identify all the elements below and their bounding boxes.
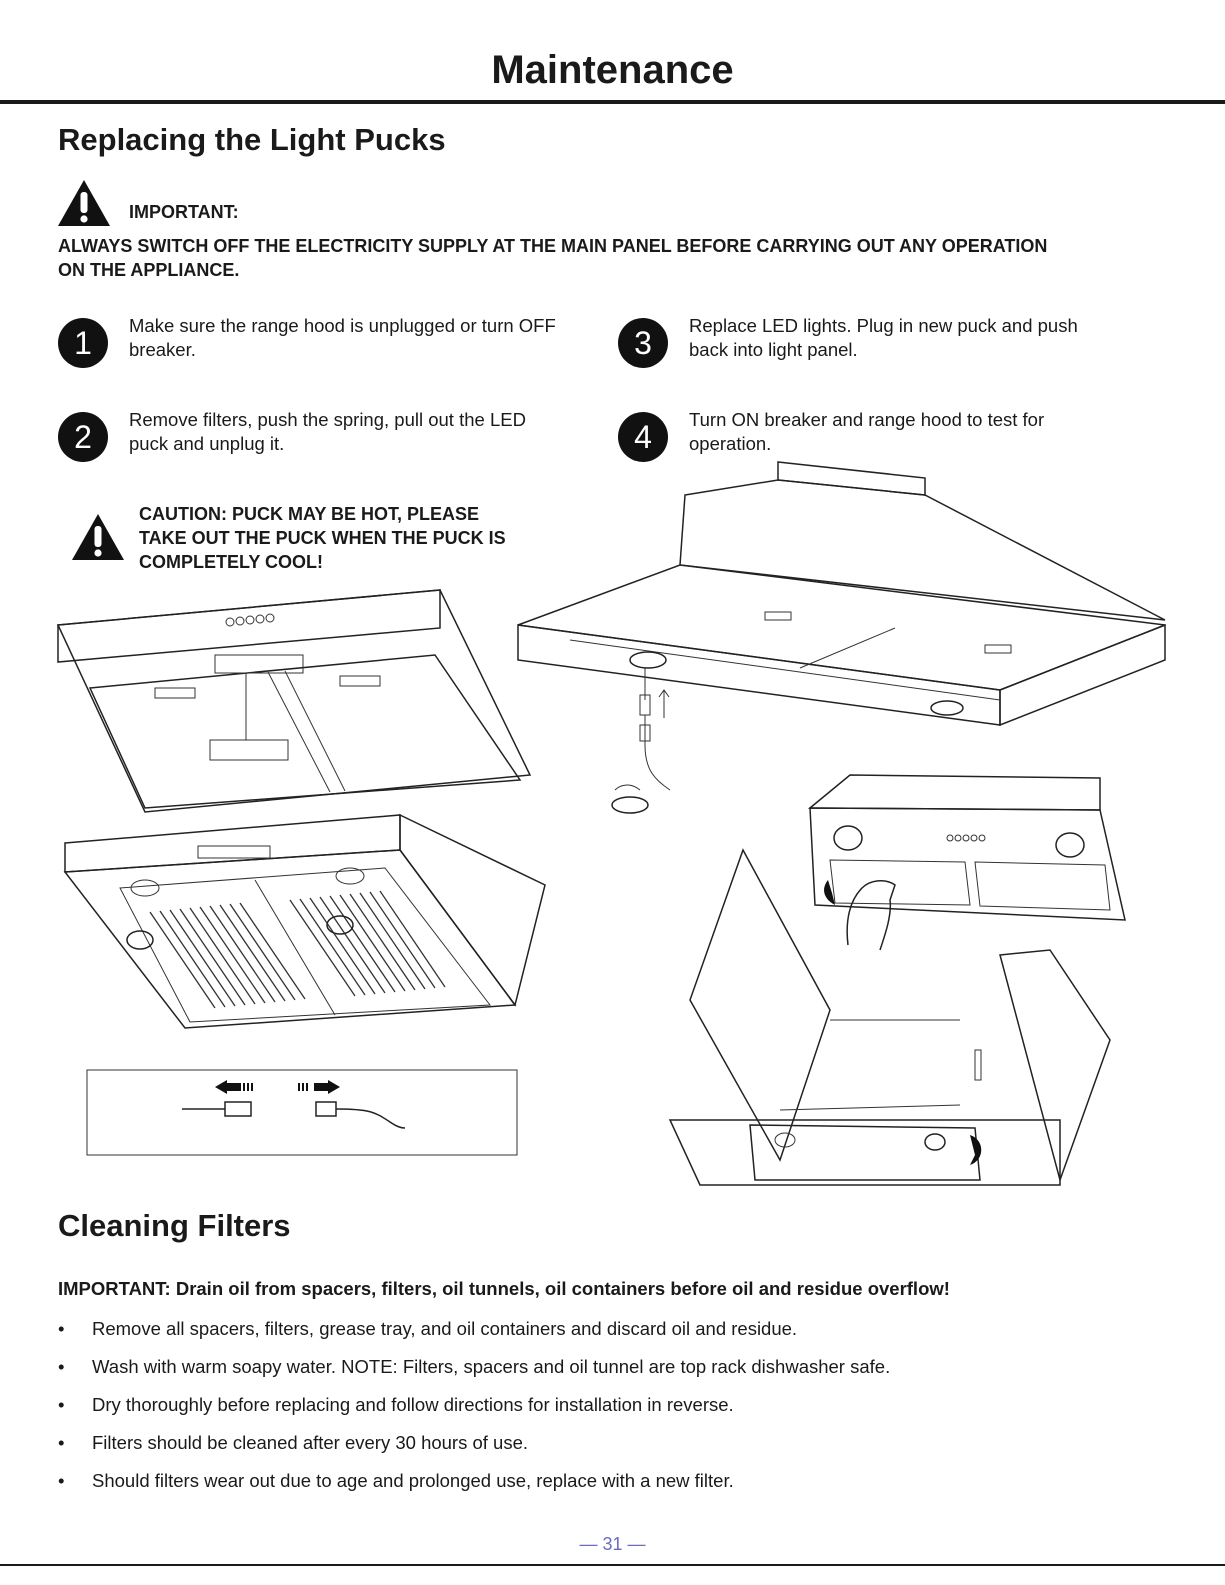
bullet-point: • <box>58 1356 65 1377</box>
caution-text: CAUTION: PUCK MAY BE HOT, PLEASE TAKE OU… <box>139 502 506 574</box>
warning-triangle-icon <box>58 180 110 226</box>
bullet-point: • <box>58 1394 65 1415</box>
step-2-line-1: Remove filters, push the spring, pull ou… <box>129 409 526 430</box>
caution-line-3: COMPLETELY COOL! <box>139 552 324 572</box>
list-item-text: Remove all spacers, filters, grease tray… <box>92 1318 798 1339</box>
list-item-text: Dry thoroughly before replacing and foll… <box>92 1394 734 1415</box>
warning-line-1: ALWAYS SWITCH OFF THE ELECTRICITY SUPPLY… <box>58 236 1048 256</box>
list-item-text: Wash with warm soapy water. NOTE: Filter… <box>92 1356 891 1377</box>
warning-line-2: ON THE APPLIANCE. <box>58 260 240 280</box>
under-cabinet-hood-illustration <box>56 589 532 813</box>
step-3-line-1: Replace LED lights. Plug in new puck and… <box>689 315 1078 336</box>
step-1-number: 1 <box>58 318 108 368</box>
step-4-line-2: operation. <box>689 433 772 454</box>
list-item-text: Filters should be cleaned after every 30… <box>92 1432 529 1453</box>
bullet-point: • <box>58 1318 65 1339</box>
step-3-line-2: back into light panel. <box>689 339 858 360</box>
step-2-line-2: puck and unplug it. <box>129 433 285 454</box>
page-title: Maintenance <box>491 48 734 92</box>
step-3-number: 3 <box>618 318 668 368</box>
step-4-line-1: Turn ON breaker and range hood to test f… <box>689 409 1045 430</box>
cleaning-important-note: IMPORTANT: Drain oil from spacers, filte… <box>58 1278 950 1299</box>
insert-hood-illustration <box>668 774 1126 1186</box>
section-heading-light-pucks: Replacing the Light Pucks <box>58 122 446 157</box>
bullet-point: • <box>58 1470 65 1491</box>
step-1-line-1: Make sure the range hood is unplugged or… <box>129 315 556 336</box>
important-label: IMPORTANT: <box>129 202 239 222</box>
step-4-text: Turn ON breaker and range hood to test f… <box>689 408 1044 456</box>
section-heading-cleaning-filters: Cleaning Filters <box>58 1208 291 1243</box>
connector-detail-illustration <box>86 1069 518 1156</box>
step-1-text: Make sure the range hood is unplugged or… <box>129 314 556 362</box>
caution-triangle-icon <box>72 514 124 560</box>
step-2-text: Remove filters, push the spring, pull ou… <box>129 408 526 456</box>
step-2-number: 2 <box>58 412 108 462</box>
footer-rule <box>0 1564 1225 1566</box>
title-rule <box>0 100 1225 104</box>
page-number: — 31 — <box>579 1534 646 1554</box>
step-1-line-2: breaker. <box>129 339 196 360</box>
caution-line-1: CAUTION: PUCK MAY BE HOT, PLEASE <box>139 504 480 524</box>
step-3-text: Replace LED lights. Plug in new puck and… <box>689 314 1078 362</box>
caution-line-2: TAKE OUT THE PUCK WHEN THE PUCK IS <box>139 528 506 548</box>
baffle-filter-hood-illustration <box>63 813 546 1029</box>
list-item-text: Should filters wear out due to age and p… <box>92 1470 734 1491</box>
step-4-number: 4 <box>618 412 668 462</box>
chimney-hood-illustration <box>517 461 1166 814</box>
bullet-point: • <box>58 1432 65 1453</box>
